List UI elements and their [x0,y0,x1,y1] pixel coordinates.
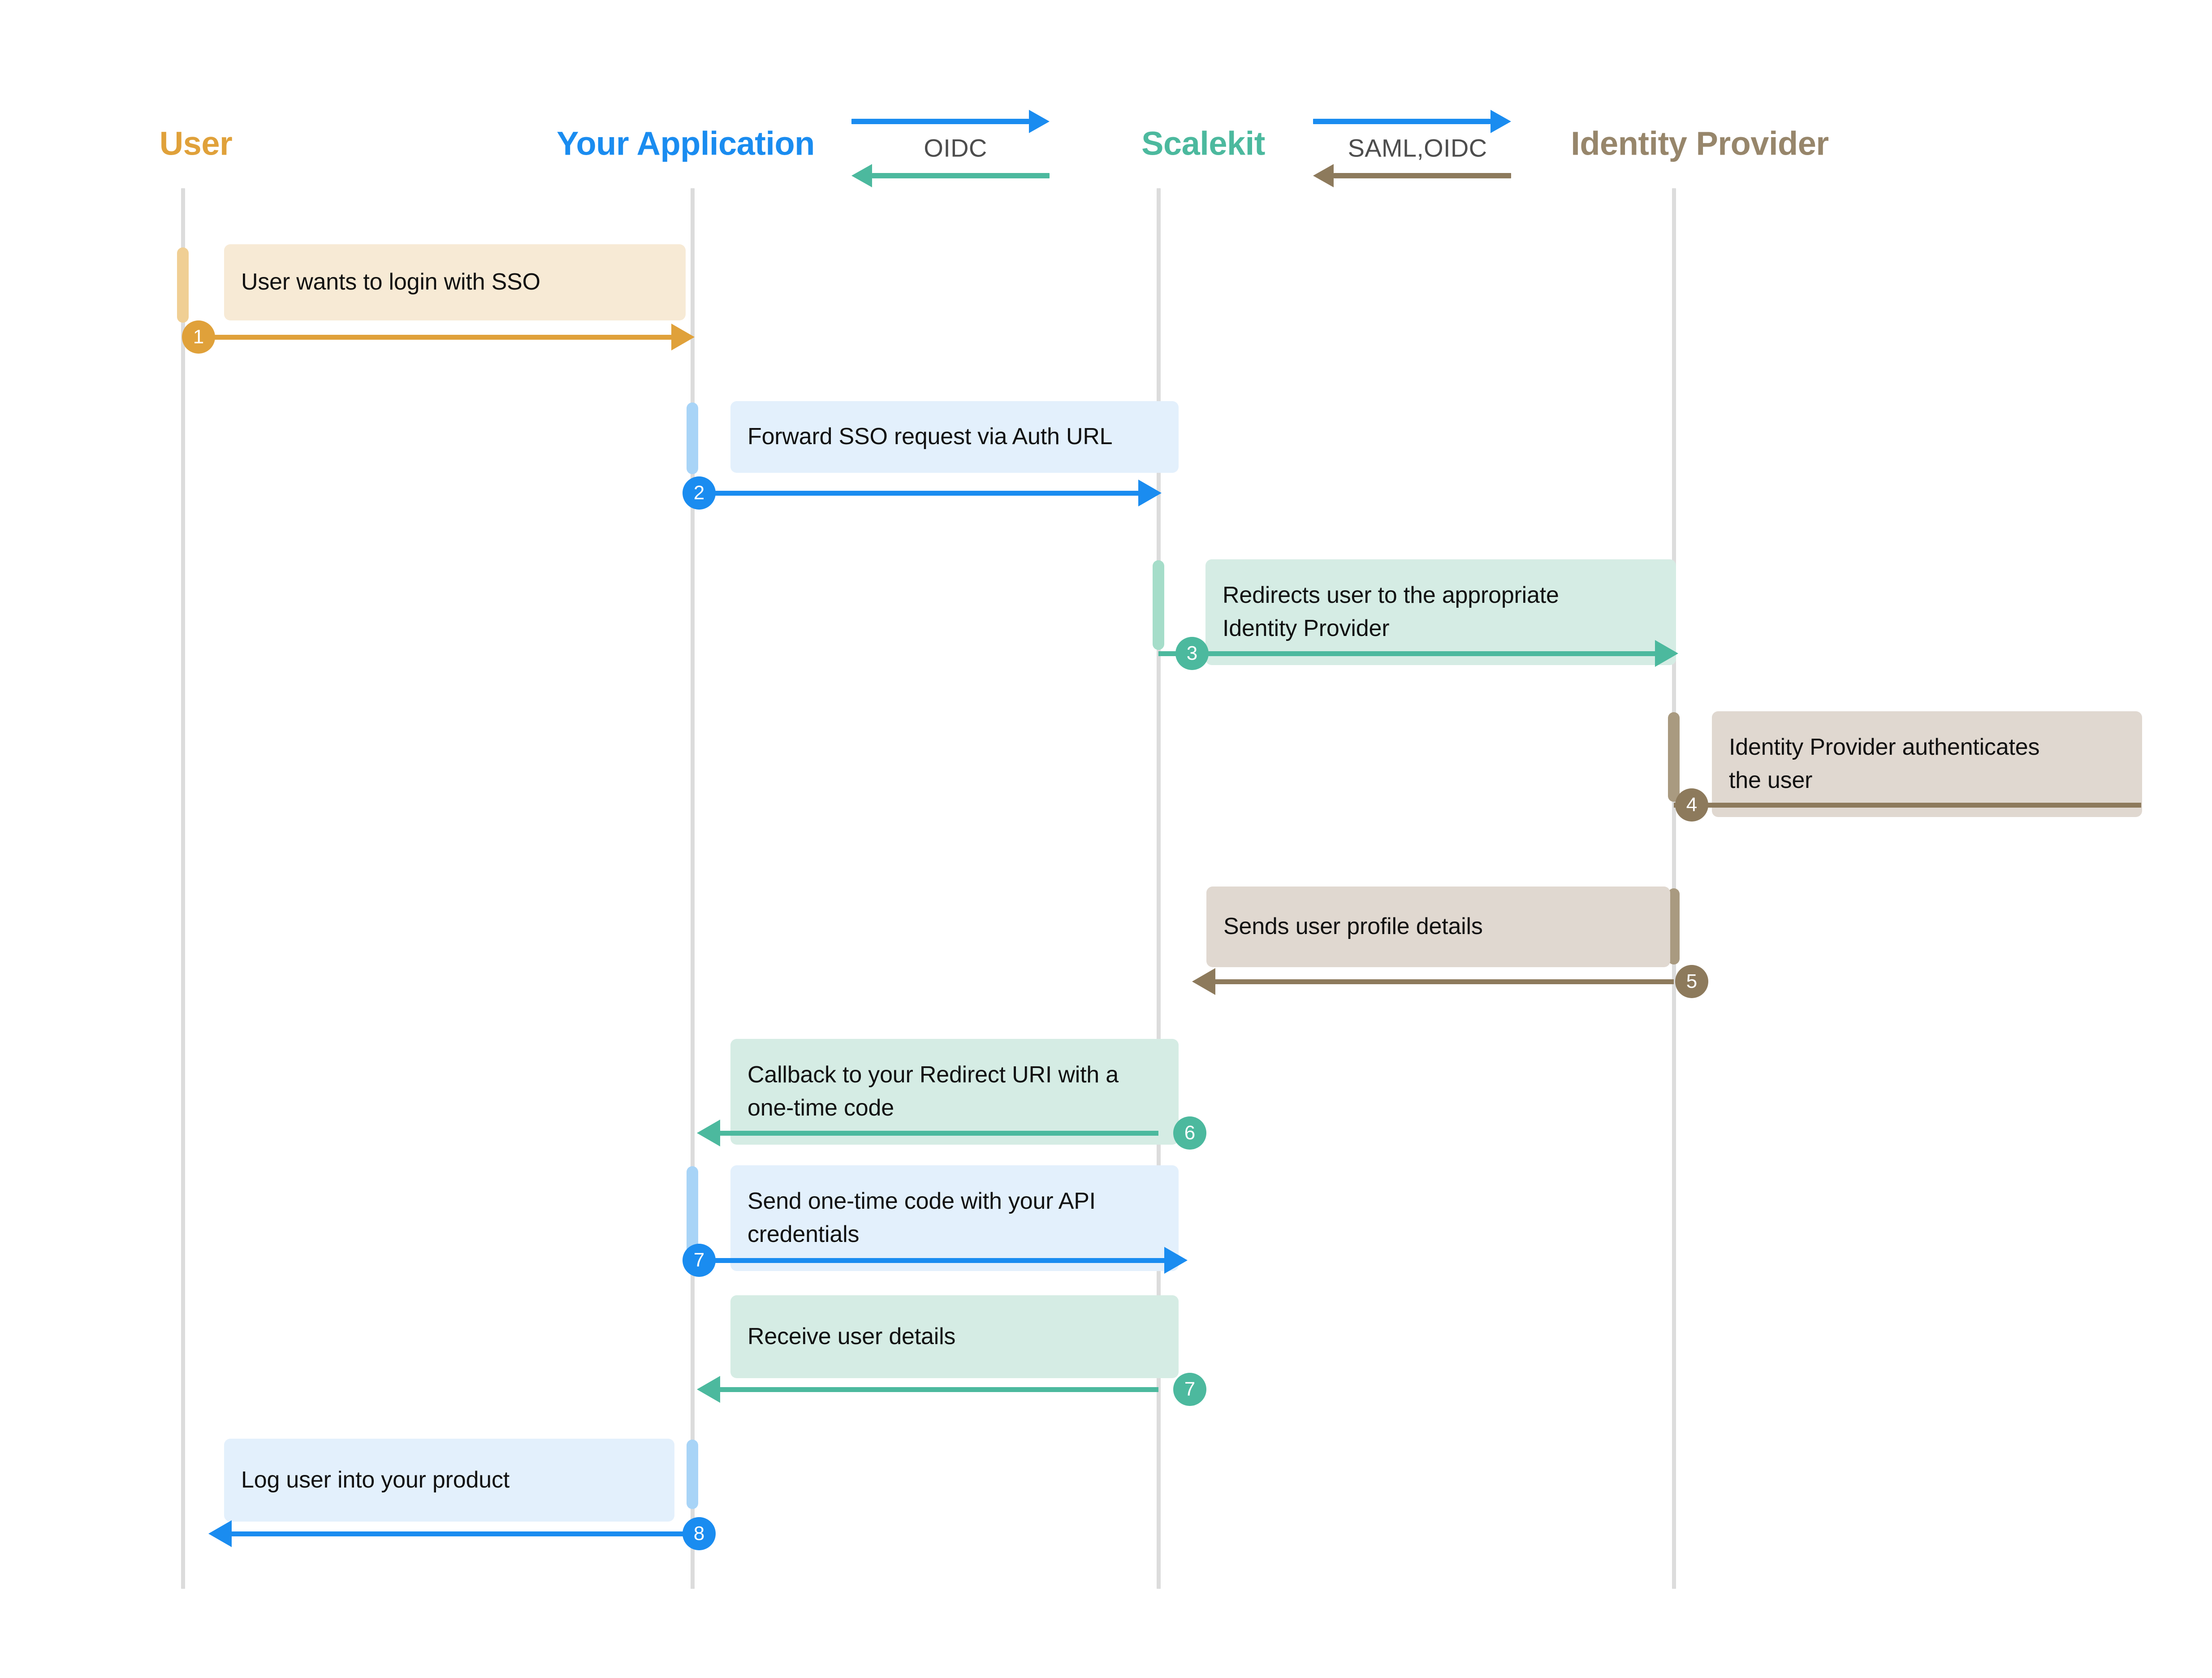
message-arrow-head [671,324,695,350]
message-text-step-1: User wants to login with SSO [241,269,540,295]
legend-arrow-shaft [872,173,1050,178]
step-badge-6[interactable]: 6 [1173,1116,1206,1150]
activation-bar-step-9 [687,1440,698,1509]
message-arrow-head [208,1520,232,1547]
message-arrow-shaft [232,1531,692,1536]
step-badge-4[interactable]: 4 [1675,788,1708,822]
message-box-step-8: Receive user details [730,1295,1179,1378]
participant-label-app: Your Application [557,125,815,162]
message-box-step-3: Redirects user to the appropriate Identi… [1205,559,1676,665]
message-box-step-5: Sends user profile details [1206,887,1670,967]
message-arrow-shaft [1158,651,1655,656]
step-badge-1[interactable]: 1 [182,320,215,354]
message-text-step-6: Callback to your Redirect URI with a one… [747,1062,1119,1121]
message-arrow-head [1138,480,1162,506]
message-box-step-2: Forward SSO request via Auth URL [730,401,1179,473]
legend-label-oidc: OIDC [924,134,987,162]
legend-arrow-shaft [1334,173,1511,178]
message-arrow-shaft [183,335,671,340]
message-box-step-7: Send one-time code with your API credent… [730,1165,1179,1271]
message-arrow-shaft [720,1387,1158,1392]
lifeline-app [691,188,695,1589]
legend-arrow-head [851,164,872,187]
activation-bar-step-4 [1668,712,1680,802]
legend-arrow-head [1491,110,1511,133]
step-badge-7[interactable]: 7 [683,1244,716,1277]
message-arrow-head [1192,968,1215,995]
participant-label-idp: Identity Provider [1571,125,1829,162]
message-arrow-shaft [1215,979,1674,984]
activation-bar-step-2 [687,402,698,474]
step-badge-9[interactable]: 8 [683,1517,716,1550]
legend-arrow-shaft [851,119,1029,124]
participant-label-user: User [159,125,233,162]
message-arrow-shaft [692,491,1138,496]
message-arrow-head [697,1376,720,1403]
message-text-step-9: Log user into your product [241,1466,510,1493]
activation-bar-step-3 [1153,560,1164,650]
step-badge-5[interactable]: 5 [1675,965,1708,998]
message-text-step-3: Redirects user to the appropriate Identi… [1223,582,1559,641]
message-text-step-8: Receive user details [747,1323,956,1349]
message-text-step-7: Send one-time code with your API credent… [747,1188,1096,1247]
activation-bar-step-7 [687,1166,698,1256]
message-box-step-6: Callback to your Redirect URI with a one… [730,1039,1179,1145]
lifeline-scalekit [1157,188,1161,1589]
message-arrow-head [1655,640,1678,667]
legend-arrow-shaft [1313,119,1491,124]
message-arrow-shaft [692,1258,1164,1263]
legend-label-saml-oidc: SAML,OIDC [1348,134,1487,162]
participant-label-scalekit: Scalekit [1141,125,1265,162]
lifeline-user [181,188,185,1589]
message-arrow-head [697,1120,720,1146]
message-text-step-2: Forward SSO request via Auth URL [747,424,1113,450]
message-text-step-4: Identity Provider authenticates the user [1729,734,2040,793]
step-badge-3[interactable]: 3 [1175,637,1209,670]
message-box-step-1: User wants to login with SSO [224,244,686,320]
message-arrow-shaft [1674,803,2141,808]
message-box-step-4: Identity Provider authenticates the user [1712,711,2142,817]
step-badge-8[interactable]: 7 [1173,1373,1206,1406]
legend-arrow-head [1029,110,1050,133]
step-badge-2[interactable]: 2 [683,476,716,510]
message-arrow-shaft [720,1131,1158,1136]
message-text-step-5: Sends user profile details [1223,913,1483,940]
message-arrow-head [1164,1247,1188,1274]
legend-arrow-head [1313,164,1334,187]
message-box-step-9: Log user into your product [224,1439,674,1522]
activation-bar-step-1 [177,247,189,323]
